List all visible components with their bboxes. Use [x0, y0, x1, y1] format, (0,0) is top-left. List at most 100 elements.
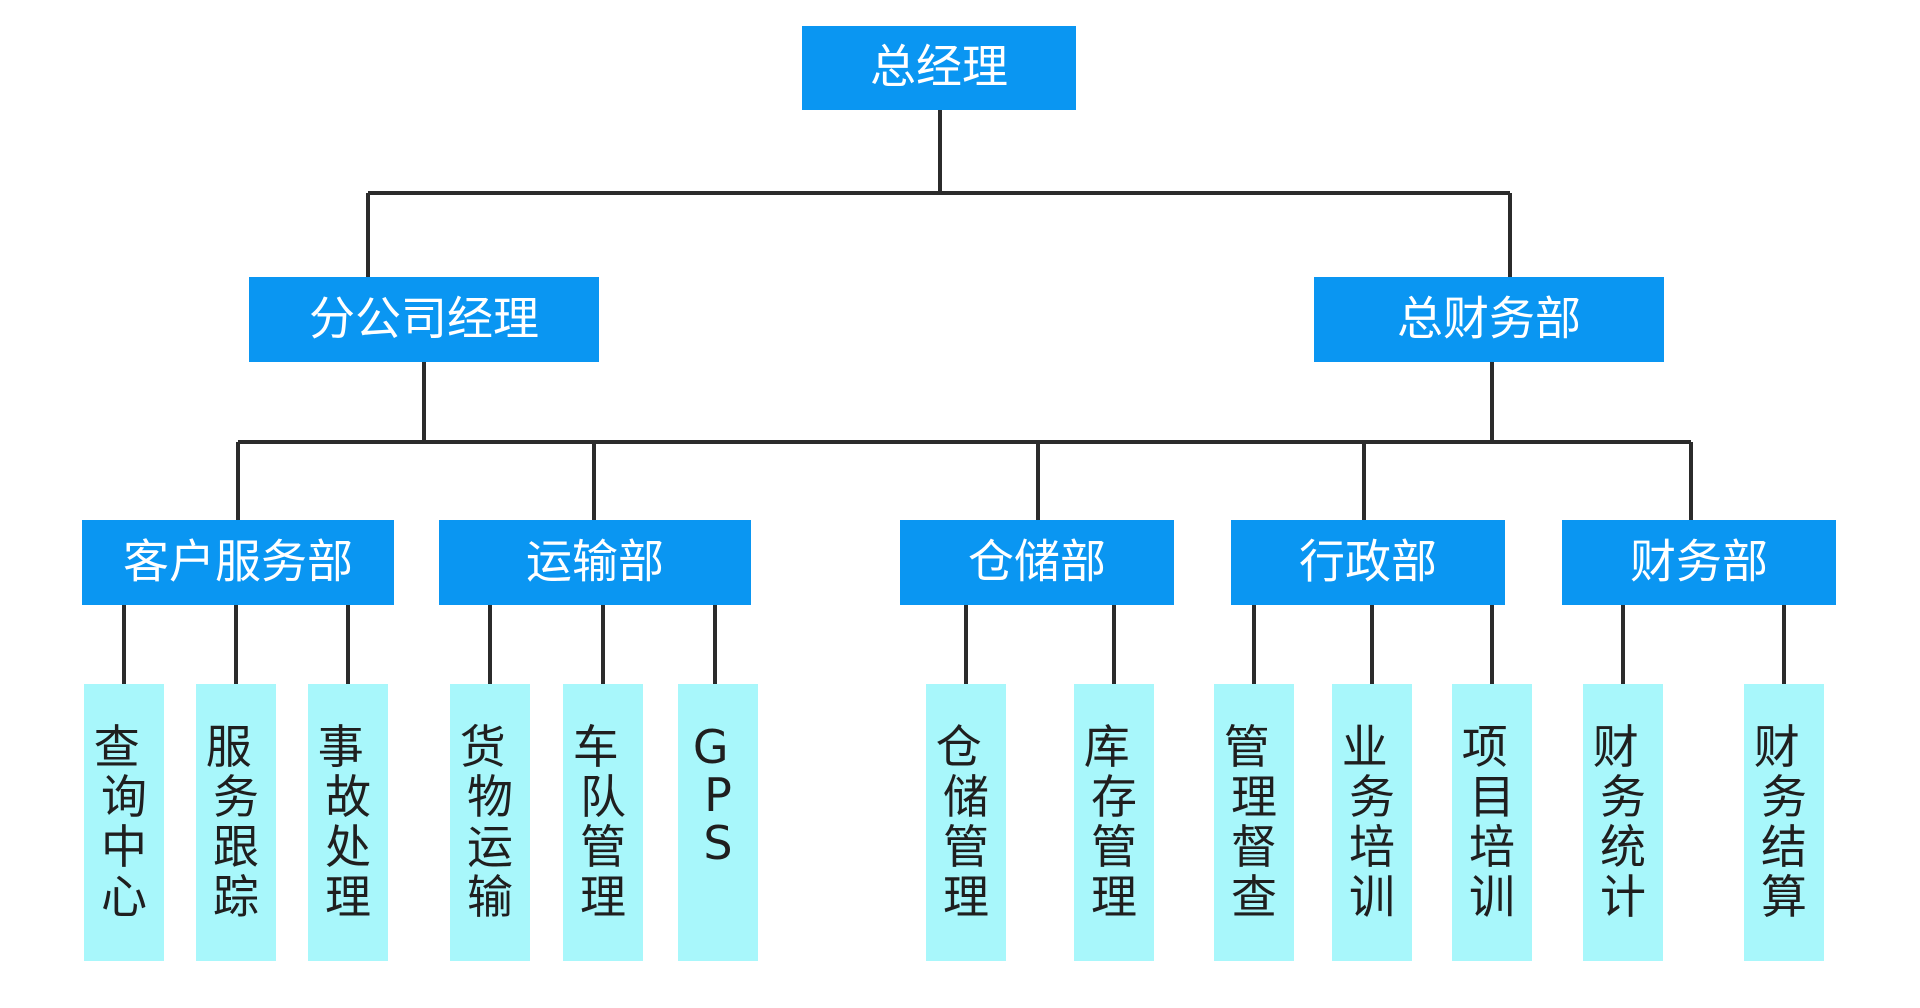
unit-box-service-tracking: [196, 684, 276, 961]
unit-char-financial-statistics-1: 财: [1593, 720, 1639, 774]
unit-label-accident-handling: 事 故处理: [318, 720, 379, 924]
unit-label-fleet-management: 车 队管理: [573, 720, 634, 924]
department-label-customer-service: 客户服务部: [123, 535, 353, 589]
unit-char-management-supervision-1: 管: [1224, 720, 1270, 774]
unit-char-business-training-1: 业: [1342, 720, 1388, 774]
unit-char-fleet-management-4: 理: [580, 870, 626, 924]
unit-char-financial-settlement-2: 务: [1761, 770, 1807, 824]
unit-char-financial-statistics-4: 计: [1600, 870, 1646, 924]
unit-char-project-training-3: 培: [1469, 820, 1515, 874]
unit-char-financial-settlement-1: 财: [1754, 720, 1800, 774]
unit-char-project-training-2: 目: [1469, 770, 1515, 824]
unit-box-query-center: [84, 684, 164, 961]
department-node-finance: 财务部: [1562, 520, 1836, 605]
unit-char-financial-statistics-2: 务: [1600, 770, 1646, 824]
department-label-transport: 运输部: [526, 535, 664, 589]
unit-char-inventory-management-3: 管: [1091, 820, 1137, 874]
department-box-finance: [1562, 520, 1836, 605]
unit-char-cargo-transport-4: 输: [467, 870, 513, 924]
unit-label-management-supervision: 管 理督查: [1224, 720, 1285, 924]
unit-box-financial-statistics: [1583, 684, 1663, 961]
unit-node-financial-settlement: 财 务结算: [1744, 684, 1824, 961]
connector-lines: [122, 110, 1786, 684]
unit-char-business-training-2: 务: [1349, 770, 1395, 824]
unit-char-inventory-management-4: 理: [1091, 870, 1137, 924]
unit-node-fleet-management: 车 队管理: [563, 684, 643, 961]
unit-char-service-tracking-3: 跟: [213, 820, 259, 874]
unit-char-accident-handling-4: 理: [325, 870, 371, 924]
unit-box-financial-settlement: [1744, 684, 1824, 961]
unit-node-management-supervision: 管 理督查: [1214, 684, 1294, 961]
unit-char-gps-1: G: [693, 720, 729, 774]
unit-label-inventory-management: 库 存管理: [1084, 720, 1145, 924]
unit-char-financial-settlement-4: 算: [1761, 870, 1807, 924]
unit-char-cargo-transport-1: 货: [460, 720, 506, 774]
unit-node-financial-statistics: 财 务统计: [1583, 684, 1663, 961]
unit-char-financial-settlement-3: 结: [1761, 820, 1807, 874]
unit-box-inventory-management: [1074, 684, 1154, 961]
unit-char-cargo-transport-2: 物: [467, 770, 513, 824]
unit-label-service-tracking: 服 务跟踪: [206, 720, 267, 924]
unit-box-gps: [678, 684, 758, 961]
unit-box-fleet-management: [563, 684, 643, 961]
branch-box-right: [1314, 277, 1664, 362]
unit-char-service-tracking-1: 服: [206, 720, 252, 774]
unit-box-project-training: [1452, 684, 1532, 961]
unit-char-accident-handling-3: 处: [325, 820, 371, 874]
unit-char-service-tracking-2: 务: [213, 770, 259, 824]
department-label-finance: 财务部: [1630, 535, 1768, 589]
root-box: [802, 26, 1076, 110]
unit-char-project-training-4: 训: [1469, 870, 1515, 924]
unit-node-accident-handling: 事 故处理: [308, 684, 388, 961]
unit-box-management-supervision: [1214, 684, 1294, 961]
unit-node-cargo-transport: 货 物运输: [450, 684, 530, 961]
unit-box-business-training: [1332, 684, 1412, 961]
unit-char-cargo-transport-3: 运: [467, 820, 513, 874]
unit-label-financial-settlement: 财 务结算: [1754, 720, 1815, 924]
unit-char-warehouse-management-4: 理: [943, 870, 989, 924]
unit-char-management-supervision-2: 理: [1231, 770, 1277, 824]
unit-char-project-training-1: 项: [1462, 720, 1508, 774]
unit-node-query-center: 查 询中心: [84, 684, 164, 961]
branch-node-left: 分公司经理: [249, 277, 599, 362]
unit-label-query-center: 查 询中心: [94, 720, 155, 924]
branch-label-left: 分公司经理: [309, 292, 539, 346]
department-box-admin: [1231, 520, 1505, 605]
department-label-admin: 行政部: [1299, 535, 1437, 589]
department-node-transport: 运输部: [439, 520, 751, 605]
unit-char-fleet-management-2: 队: [580, 770, 626, 824]
unit-label-financial-statistics: 财 务统计: [1593, 720, 1654, 924]
unit-label-cargo-transport: 货 物运输: [460, 720, 521, 924]
unit-label-business-training: 业 务培训: [1342, 720, 1403, 924]
unit-char-warehouse-management-2: 储: [943, 770, 989, 824]
unit-label-warehouse-management: 仓 储管理: [936, 720, 997, 924]
branch-box-left: [249, 277, 599, 362]
department-box-warehouse: [900, 520, 1174, 605]
unit-char-fleet-management-1: 车: [573, 720, 619, 774]
unit-char-business-training-3: 培: [1349, 820, 1395, 874]
unit-char-inventory-management-1: 库: [1084, 720, 1130, 774]
unit-char-accident-handling-1: 事: [318, 720, 364, 774]
unit-char-query-center-1: 查: [94, 720, 140, 774]
unit-char-query-center-4: 心: [101, 870, 147, 924]
unit-char-warehouse-management-3: 管: [943, 820, 989, 874]
unit-char-fleet-management-3: 管: [580, 820, 626, 874]
unit-char-financial-statistics-3: 统: [1600, 820, 1646, 874]
unit-char-service-tracking-4: 踪: [213, 870, 259, 924]
branch-label-right: 总财务部: [1397, 292, 1581, 346]
department-box-transport: [439, 520, 751, 605]
unit-char-business-training-4: 训: [1349, 870, 1395, 924]
department-node-warehouse: 仓储部: [900, 520, 1174, 605]
unit-node-service-tracking: 服 务跟踪: [196, 684, 276, 961]
unit-char-management-supervision-4: 查: [1231, 870, 1277, 924]
unit-char-query-center-2: 询: [101, 770, 147, 824]
unit-node-project-training: 项 目培训: [1452, 684, 1532, 961]
department-box-customer-service: [82, 520, 394, 605]
root-label: 总经理: [870, 40, 1008, 94]
unit-node-warehouse-management: 仓 储管理: [926, 684, 1006, 961]
unit-box-warehouse-management: [926, 684, 1006, 961]
unit-char-management-supervision-3: 督: [1231, 820, 1277, 874]
